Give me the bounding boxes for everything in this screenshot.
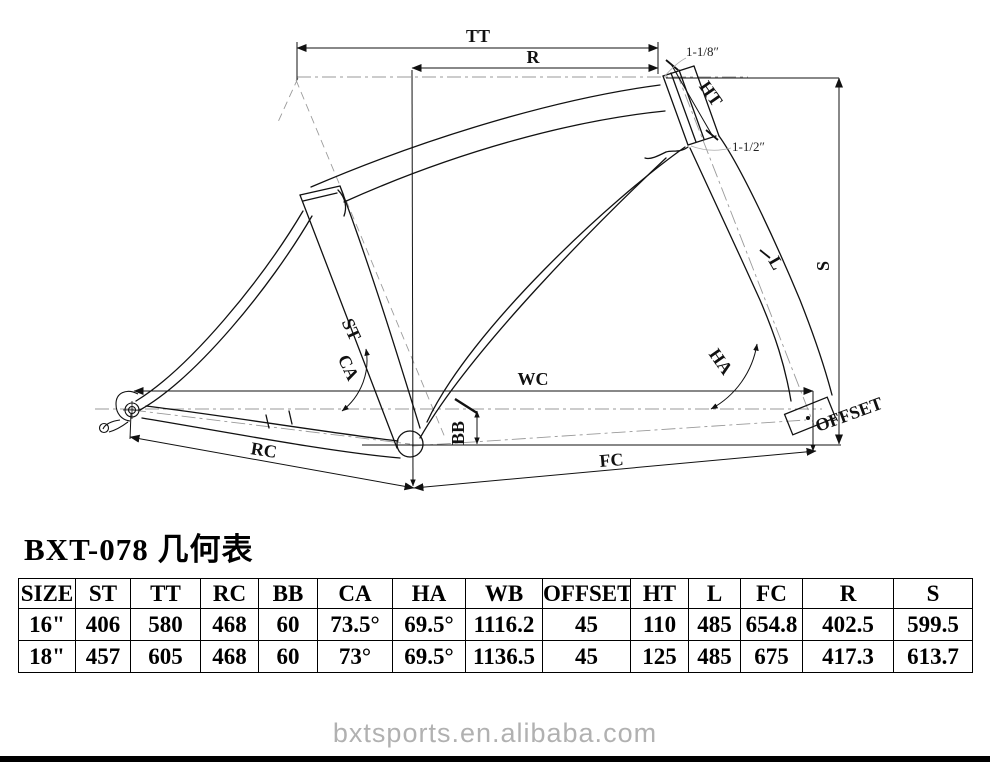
table-cell: 457 — [75, 640, 131, 673]
col-r: R — [802, 578, 894, 609]
seat-tube — [299, 194, 398, 449]
table-cell: 73.5° — [317, 608, 393, 641]
table-cell: 73° — [317, 640, 393, 673]
table-row-16: 16" 406 580 468 60 73.5° 69.5° 1116.2 45… — [18, 608, 973, 641]
col-st: ST — [75, 578, 131, 609]
table-cell: 60 — [258, 608, 318, 641]
table-cell: 468 — [200, 608, 259, 641]
col-ca: CA — [317, 578, 393, 609]
col-ht: HT — [630, 578, 689, 609]
table-row-18: 18" 457 605 468 60 73° 69.5° 1136.5 45 1… — [18, 640, 973, 673]
table-cell: 675 — [740, 640, 803, 673]
head-bottom-size-label: 1-1/2″ — [732, 139, 765, 154]
table-cell: 613.7 — [893, 640, 973, 673]
chain-stay — [145, 405, 399, 442]
tt-label: TT — [466, 26, 490, 46]
down-tube — [426, 146, 686, 423]
head-angle-arc — [710, 343, 759, 410]
s-label: S — [813, 261, 833, 271]
col-l: L — [688, 578, 741, 609]
col-ha: HA — [392, 578, 466, 609]
table-cell: 125 — [630, 640, 689, 673]
col-wb: WB — [465, 578, 543, 609]
dimension-lines — [129, 42, 843, 492]
col-s: S — [893, 578, 973, 609]
offset-label: OFFSET — [813, 393, 886, 436]
table-cell: 1116.2 — [465, 608, 543, 641]
table-cell: 417.3 — [802, 640, 894, 673]
col-tt: TT — [130, 578, 201, 609]
bike-frame-diagram: TT R HT 1-1/8″ 1-1/2″ ST CA WC BB RC FC … — [95, 26, 886, 492]
table-cell: 406 — [75, 608, 131, 641]
table-cell: 45 — [542, 608, 631, 641]
fc-dimension — [413, 447, 817, 492]
table-cell: 1136.5 — [465, 640, 543, 673]
wc-label: WC — [518, 369, 549, 389]
centerlines — [95, 70, 822, 447]
head-top-size-label: 1-1/8″ — [686, 44, 719, 59]
table-cell: 605 — [130, 640, 201, 673]
page-title: BXT-078 几何表 — [24, 532, 254, 567]
table-cell: 580 — [130, 608, 201, 641]
table-cell: 18" — [18, 640, 76, 673]
top-tube — [310, 84, 661, 188]
ht-dimension — [670, 63, 713, 136]
col-fc: FC — [740, 578, 803, 609]
table-cell: 654.8 — [740, 608, 803, 641]
table-cell: 60 — [258, 640, 318, 673]
table-cell: 69.5° — [392, 608, 466, 641]
col-size: SIZE — [18, 578, 76, 609]
col-bb: BB — [258, 578, 318, 609]
table-cell: 599.5 — [893, 608, 973, 641]
bottom-bar — [0, 756, 990, 762]
table-cell: 69.5° — [392, 640, 466, 673]
rc-dimension — [129, 434, 415, 491]
bb-label: BB — [448, 421, 468, 445]
table-cell: 45 — [542, 640, 631, 673]
frame-outline — [135, 65, 837, 459]
table-header-row: SIZE ST TT RC BB CA HA WB OFFSET HT L FC… — [18, 578, 973, 609]
fc-label: FC — [599, 449, 625, 471]
head-tube-top — [662, 65, 695, 77]
col-offset: OFFSET — [542, 578, 631, 609]
table-cell: 468 — [200, 640, 259, 673]
st-label: ST — [338, 315, 365, 343]
table-cell: 16" — [18, 608, 76, 641]
seat-angle-arc — [341, 348, 370, 412]
rc-label: RC — [250, 438, 279, 462]
front-dropout — [783, 396, 837, 436]
table-cell: 485 — [688, 640, 741, 673]
watermark: bxtsports.en.alibaba.com — [332, 718, 658, 748]
table-cell: 485 — [688, 608, 741, 641]
table-cell: 110 — [630, 608, 689, 641]
ca-label: CA — [334, 351, 363, 383]
table-cell: 402.5 — [802, 608, 894, 641]
rear-dropout — [98, 390, 141, 434]
geometry-table: SIZE ST TT RC BB CA HA WB OFFSET HT L FC… — [18, 578, 973, 673]
r-label: R — [527, 47, 541, 67]
fork-blade — [718, 135, 833, 396]
col-rc: RC — [200, 578, 259, 609]
seat-stay — [135, 210, 304, 402]
ha-label: HA — [705, 345, 737, 379]
